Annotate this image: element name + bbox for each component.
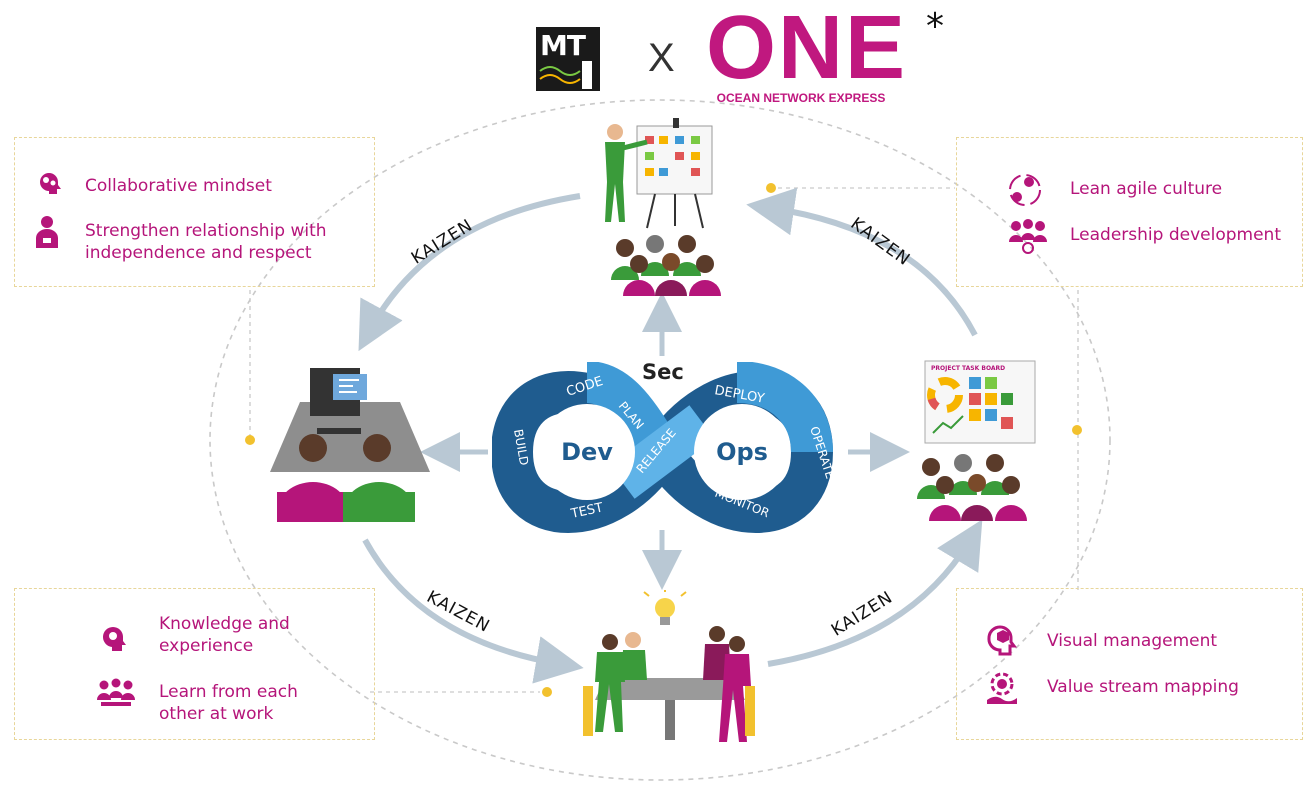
person-icon — [36, 216, 58, 248]
task-board-illustration: PROJECT TASK BOARD — [917, 360, 1036, 521]
panel-top-right-item-1: Lean agile culture — [1070, 179, 1223, 199]
panel-top-left — [14, 137, 375, 287]
panel-top-right-item-2: Leadership development — [1070, 225, 1281, 245]
developers-desk-illustration — [270, 368, 430, 522]
connector-dot — [1072, 425, 1082, 435]
panel-top-left-item-2: Strengthen relationship with independenc… — [85, 221, 327, 263]
panel-bottom-left — [14, 588, 375, 740]
team-gear-icon — [1009, 219, 1047, 254]
brain-gears-icon — [40, 173, 61, 194]
group-learning-icon — [97, 678, 135, 706]
cube-head-icon — [987, 625, 1017, 656]
cycle-people-icon — [1009, 174, 1041, 206]
arrow-kaizen-bottom-left — [362, 538, 584, 684]
one-logo-text: ONE — [706, 0, 908, 98]
one-logo-subtitle: OCEAN NETWORK EXPRESS — [716, 91, 886, 105]
connector-dot — [542, 687, 552, 697]
panel-bottom-right-item-2: Value stream mapping — [1047, 677, 1239, 697]
devops-sec-label: Sec — [642, 360, 684, 384]
presenter-illustration — [605, 118, 721, 296]
devops-dev-label: Dev — [561, 438, 613, 466]
arrow-kaizen-bottom-right — [767, 519, 983, 667]
arrow-kaizen-top-left — [358, 193, 581, 352]
devops-step-build: BUILD — [511, 428, 531, 466]
mt-logo-wave — [539, 61, 592, 89]
idea-head-icon — [102, 627, 126, 651]
devsecops-infinity: CODE PLAN BUILD TEST RELEASE DEPLOY OPER… — [492, 362, 837, 533]
connector-dot — [245, 435, 255, 445]
arrow-kaizen-top-right — [746, 187, 978, 337]
mt-logo-text: MT — [540, 29, 586, 62]
mt-logo: MT — [536, 27, 600, 91]
one-logo: ONE OCEAN NETWORK EXPRESS — [706, 2, 905, 106]
asterisk: * — [926, 6, 944, 47]
team-meeting-illustration — [583, 590, 755, 742]
lightbulb-icon — [643, 590, 687, 625]
task-board-title: PROJECT TASK BOARD — [931, 365, 1005, 372]
logo-separator: X — [648, 36, 675, 80]
panel-bottom-left-item-2: Learn from each other at work — [159, 682, 298, 724]
panel-top-left-item-1: Collaborative mindset — [85, 176, 272, 196]
devops-ops-label: Ops — [716, 438, 768, 466]
gear-hand-icon — [987, 672, 1017, 704]
panel-bottom-left-item-1: Knowledge and experience — [159, 614, 290, 656]
devops-step-test: TEST — [569, 501, 605, 523]
panel-bottom-right-item-1: Visual management — [1047, 631, 1218, 651]
